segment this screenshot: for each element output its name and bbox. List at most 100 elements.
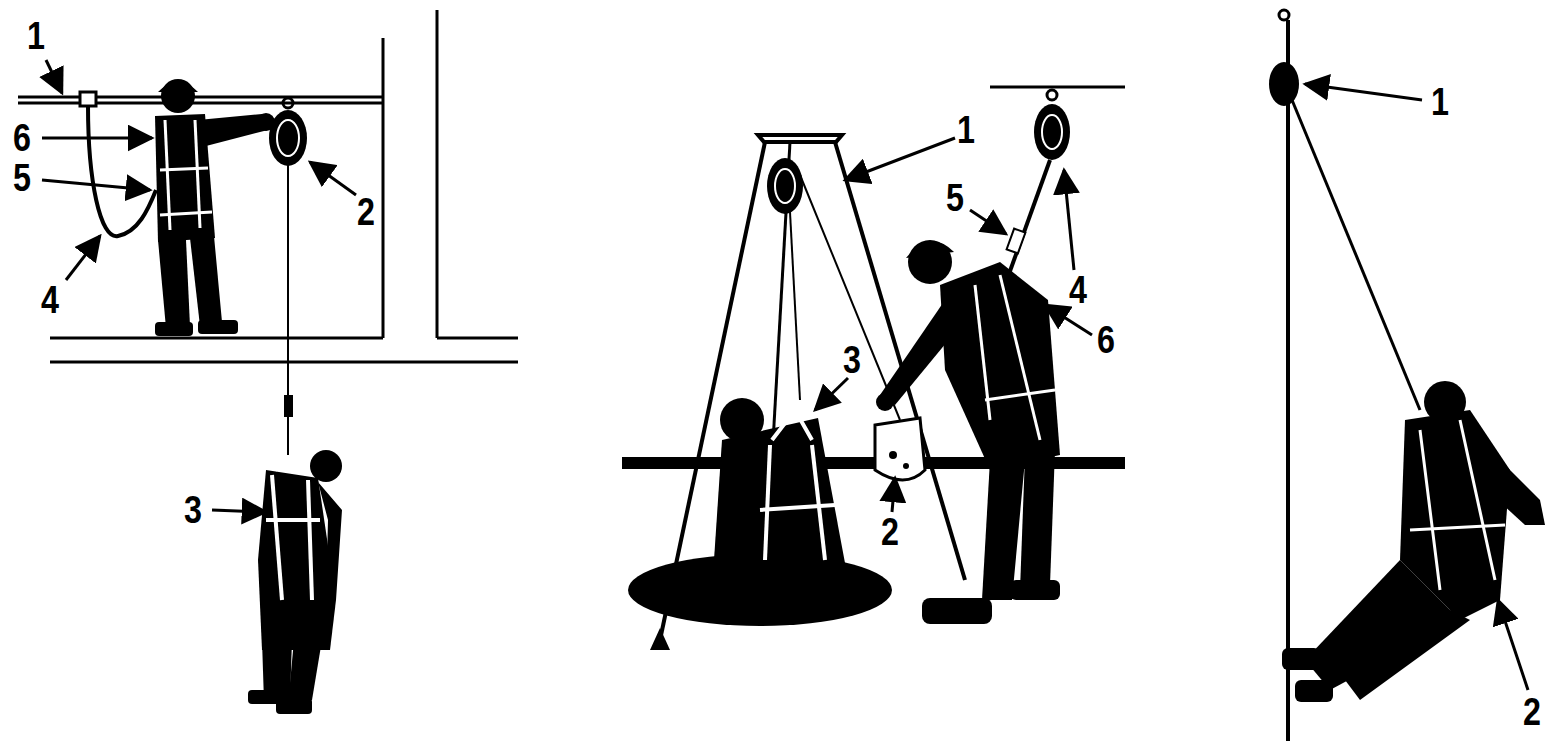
self-retracting-lifeline [269,98,307,166]
callout-number: 3 [184,491,202,529]
harness [266,460,320,600]
ceiling-line [990,86,1125,89]
torso [712,418,850,590]
arm [880,300,965,405]
harness-strap [1420,430,1440,590]
boot [276,698,312,714]
harness [760,410,835,560]
harness-strap [275,460,302,470]
callout-number: 3 [843,341,861,379]
tripod-foot [650,628,670,650]
callout-number: 1 [957,111,975,149]
leg [1345,600,1470,700]
callout-number: 6 [13,119,31,157]
leg [158,240,190,328]
leader-line [42,180,150,190]
hand [257,113,275,131]
callout-number: 4 [1069,271,1087,309]
lifeline-cable [790,212,800,400]
lanyard [88,106,156,236]
callout-number: 2 [881,513,899,551]
harness-strap [985,390,1055,400]
boot [155,322,193,336]
lifeline-cable [1005,160,1050,285]
worker-figure [248,450,342,714]
helmet [158,82,198,92]
leader-line [815,378,848,410]
srl-detail [1042,115,1062,149]
pole [1286,20,1290,741]
leader-line [42,137,152,140]
callout-number: 1 [27,17,45,55]
leader-line [212,510,266,512]
leader-line [970,210,1006,234]
harness-strap [160,168,208,170]
leader-line [1045,305,1092,335]
leader-line [1498,600,1528,690]
leader-line [66,236,100,280]
arm [198,114,268,146]
callout-number: 5 [946,179,964,217]
harness-strap [1460,420,1495,580]
srl-housing [269,110,307,166]
beam-line [18,96,383,99]
hook [1047,90,1057,100]
self-retracting-lifeline [767,158,803,214]
wall-line [382,38,385,338]
leader-line [845,138,955,180]
anchor-slider [80,92,96,106]
srl-housing [1269,62,1299,106]
worker-figure [876,240,1060,624]
callout-number: 5 [13,159,31,197]
floor-line [50,337,383,340]
worker-figure [1282,381,1545,702]
boot [1282,648,1320,670]
worker-figure [155,79,275,336]
harness-strap [272,475,282,600]
winch [875,418,925,480]
boot [1010,580,1060,600]
worker-figure [712,398,850,590]
harness-strap [772,410,812,440]
leg [1020,450,1055,590]
floor-line [50,361,518,364]
harness-strap [1000,275,1040,440]
harness-strap [765,445,770,560]
floor-line [437,337,518,340]
winch-hub [889,451,897,459]
helmet [906,241,954,258]
callout-number: 2 [1523,693,1541,731]
leg [288,640,322,704]
harness-strap [812,445,825,560]
harness-strap [160,212,212,215]
self-retracting-lifeline [1269,10,1299,106]
tripod [660,135,965,640]
wall-line [436,10,439,338]
harness-strap [1410,525,1505,530]
srl-housing [1034,104,1070,160]
winch-cable [800,175,900,420]
harness [975,275,1055,440]
tripod-head [758,135,842,142]
srl-housing [767,158,803,214]
callout-number: 6 [1097,321,1115,359]
callout-number: 1 [1431,83,1449,121]
leader-line [1305,84,1422,100]
hook [1279,10,1289,20]
boot [1295,680,1333,702]
harness [160,120,212,230]
hook [283,98,293,108]
srl-detail [277,120,299,156]
beam-line [18,102,383,105]
harness-strap [760,505,835,510]
callout-number: 4 [41,281,59,319]
arm [318,482,342,600]
leader-line [1064,170,1074,270]
snap-hook [284,395,293,417]
harness-strap [266,518,320,522]
harness-strap [308,480,312,600]
harness [1410,420,1505,590]
lifeline-cable [1292,100,1420,410]
